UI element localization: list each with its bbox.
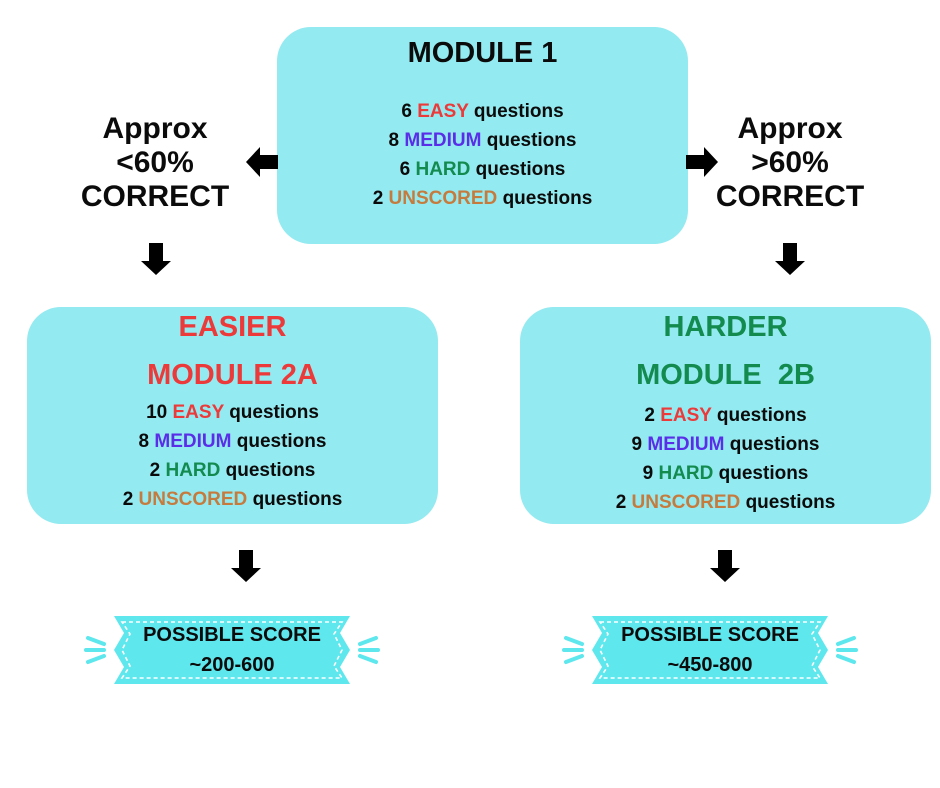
question-suffix: questions [745,492,836,513]
module1-box: MODULE 1 6 EASY questions 8 MEDIUM quest… [277,27,688,244]
ribbon-badge-icon [562,616,858,684]
question-suffix: questions [473,101,564,122]
question-count: 2 [615,492,627,513]
module2a-line-easy: 10 EASY questions [27,398,438,427]
level-hard: HARD [658,463,714,484]
module1-line-unscored: 2 UNSCORED questions [277,184,688,213]
question-suffix: questions [236,431,327,452]
left-branch-line2: <60% [116,146,194,179]
module2a-line-hard: 2 HARD questions [27,456,438,485]
score-left-range: ~200-600 [189,654,275,676]
right-branch-label: Approx >60% CORRECT [690,112,890,214]
question-count: 8 [138,431,150,452]
module2a-line-medium: 8 MEDIUM questions [27,427,438,456]
module2a-title-line2: MODULE 2A [147,359,318,391]
level-easy: EASY [172,402,224,423]
level-easy: EASY [417,101,469,122]
module1-line-medium: 8 MEDIUM questions [277,126,688,155]
module2b-line-hard: 9 HARD questions [520,459,931,488]
level-hard: HARD [165,460,221,481]
level-medium: MEDIUM [647,434,725,455]
module2a-title-line1: EASIER [178,311,287,343]
arrow-left-icon [246,147,278,177]
question-suffix: questions [486,130,577,151]
arrow-right-icon [686,147,718,177]
question-suffix: questions [475,159,566,180]
ribbon-badge-icon [84,616,380,684]
question-suffix: questions [252,489,343,510]
module2b-line-easy: 2 EASY questions [520,401,931,430]
left-branch-line3: CORRECT [80,180,230,213]
question-suffix: questions [718,463,809,484]
question-suffix: questions [229,402,319,423]
level-unscored: UNSCORED [631,492,741,513]
level-medium: MEDIUM [154,431,232,452]
module2a-question-list: 10 EASY questions 8 MEDIUM questions 2 H… [27,398,438,514]
arrow-down-2b-icon [710,550,740,582]
left-branch-label: Approx <60% CORRECT [55,112,255,214]
arrow-down-2a-icon [231,550,261,582]
module2b-line-medium: 9 MEDIUM questions [520,430,931,459]
question-count: 9 [631,434,643,455]
question-suffix: questions [502,188,593,209]
level-hard: HARD [415,159,471,180]
question-count: 6 [401,101,412,122]
module2b-line-unscored: 2 UNSCORED questions [520,488,931,517]
module2b-title-line2: MODULE 2B [636,359,815,391]
level-medium: MEDIUM [404,130,482,151]
question-suffix: questions [729,434,820,455]
score-left-label: POSSIBLE SCORE [143,624,321,646]
question-suffix: questions [225,460,316,481]
question-count: 2 [122,489,134,510]
level-unscored: UNSCORED [138,489,248,510]
arrow-down-left-icon [141,243,171,275]
arrow-down-right-icon [775,243,805,275]
question-count: 8 [388,130,400,151]
question-count: 2 [644,405,655,426]
question-count: 2 [372,188,384,209]
question-count: 9 [642,463,654,484]
score-right-label: POSSIBLE SCORE [621,624,799,646]
question-count: 2 [149,460,161,481]
score-badge-left: POSSIBLE SCORE ~200-600 [82,610,382,690]
question-count: 10 [146,402,168,423]
right-branch-line1: Approx [737,112,843,145]
level-unscored: UNSCORED [388,188,498,209]
question-suffix: questions [716,405,807,426]
module2b-question-list: 2 EASY questions 9 MEDIUM questions 9 HA… [520,401,931,517]
score-badge-right: POSSIBLE SCORE ~450-800 [560,610,860,690]
question-count: 6 [399,159,411,180]
left-branch-line1: Approx [102,112,208,145]
right-branch-line3: CORRECT [715,180,865,213]
score-right-range: ~450-800 [667,654,753,676]
module1-title: MODULE 1 [407,37,558,69]
module1-line-hard: 6 HARD questions [277,155,688,184]
module2b-title-line1: HARDER [663,311,788,343]
module2a-box: EASIER MODULE 2A 10 EASY questions 8 MED… [27,307,438,524]
right-branch-line2: >60% [751,146,829,179]
module1-question-list: 6 EASY questions 8 MEDIUM questions 6 HA… [277,97,688,213]
level-easy: EASY [660,405,712,426]
module2a-line-unscored: 2 UNSCORED questions [27,485,438,514]
module2b-box: HARDER MODULE 2B 2 EASY questions 9 MEDI… [520,307,931,524]
module1-line-easy: 6 EASY questions [277,97,688,126]
